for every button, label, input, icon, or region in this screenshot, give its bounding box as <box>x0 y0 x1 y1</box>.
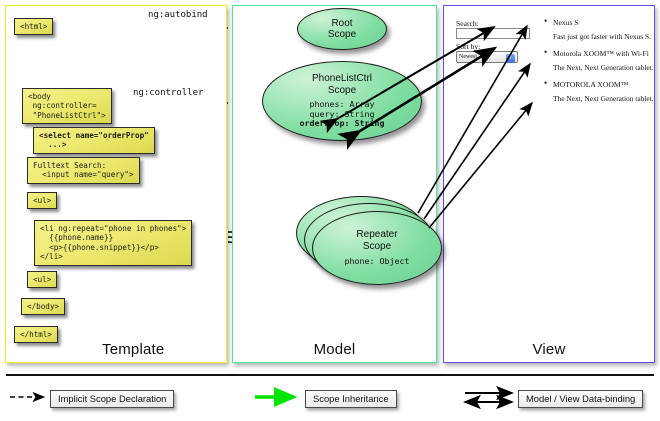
scope-repeater-title-1: Repeater <box>356 229 398 241</box>
phone-name: MOTOROLA XOOM™ <box>544 78 656 90</box>
sort-by-label: Sort by: <box>456 42 481 51</box>
scope-phonelistctrl: PhoneListCtrl Scope phones: Array query:… <box>262 61 422 141</box>
search-label: Search: <box>456 19 479 28</box>
model-pane-label: Model <box>313 341 356 358</box>
phone-list: Nexus S Fast just got faster with Nexus … <box>544 16 656 110</box>
legend-divider <box>6 374 654 376</box>
code-box-li-repeat: <li ng:repeat="phone in phones"> {{phone… <box>34 220 193 266</box>
list-item[interactable]: Nexus S Fast just got faster with Nexus … <box>544 16 656 42</box>
legend-item-scope-inheritance: Scope Inheritance <box>305 390 397 408</box>
code-box-ul-open: <ul> <box>27 192 58 210</box>
code-box-body-open: <body ng:controller= "PhoneListCtrl"> <box>22 88 112 125</box>
scope-root: Root Scope <box>297 8 387 50</box>
view-pane: Search: Sort by: Newest ↕ Nexus S Fast j… <box>443 5 655 363</box>
list-item[interactable]: MOTOROLA XOOM™ The Next, Next Generation… <box>544 78 656 104</box>
code-box-html-close: </html> <box>14 326 59 344</box>
phone-snippet: The Next, Next Generation tablet. <box>553 63 654 72</box>
scope-repeater-prop-phone: phone: Object <box>344 256 410 267</box>
scope-repeater-title-2: Scope <box>362 240 392 252</box>
view-content: Search: Sort by: Newest ↕ Nexus S Fast j… <box>449 11 654 338</box>
phone-name: Motorola XOOM™ with Wi-Fi <box>544 47 656 59</box>
code-box-body-close: </body> <box>21 298 66 316</box>
list-item[interactable]: Motorola XOOM™ with Wi-Fi The Next, Next… <box>544 47 656 73</box>
code-box-fulltext-search: Fulltext Search: <input name="query"> <box>27 157 140 184</box>
scope-phonelistctrl-title-2: Scope <box>327 84 357 96</box>
search-input[interactable] <box>456 28 530 39</box>
legend-item-implicit-scope-declaration: Implicit Scope Declaration <box>50 390 175 408</box>
scope-root-title-2: Scope <box>327 29 357 40</box>
legend: Implicit Scope Declaration Scope Inherit… <box>0 368 660 421</box>
model-pane: Model <box>232 5 437 363</box>
edge-label-ng-autobind: ng:autobind <box>148 10 208 20</box>
scope-phonelistctrl-prop-orderprop: orderProp: String <box>299 118 385 129</box>
phone-snippet: The Next, Next Generation tablet. <box>553 94 654 103</box>
phone-snippet: Fast just got faster with Nexus S. <box>553 32 651 41</box>
scope-root-title-1: Root <box>331 17 353 29</box>
edge-label-ng-controller: ng:controller <box>133 88 204 98</box>
scope-phonelistctrl-title-1: PhoneListCtrl <box>311 73 373 85</box>
code-box-ul-close: <ul> <box>27 271 58 289</box>
view-pane-label: View <box>532 341 566 358</box>
sort-by-select[interactable]: Newest ↕ <box>456 51 518 63</box>
code-box-html-open: <html> <box>14 18 54 36</box>
chevron-updown-icon: ↕ <box>506 53 515 63</box>
phone-name: Nexus S <box>544 16 656 28</box>
template-pane-label: Template <box>102 341 165 358</box>
legend-item-model-view-data-binding: Model / View Data-binding <box>518 390 644 408</box>
scope-repeater: Repeater Scope phone: Object <box>312 211 442 285</box>
code-box-select: <select name="orderProp" ...> <box>33 127 155 154</box>
sort-by-select-value: Newest <box>459 54 477 60</box>
